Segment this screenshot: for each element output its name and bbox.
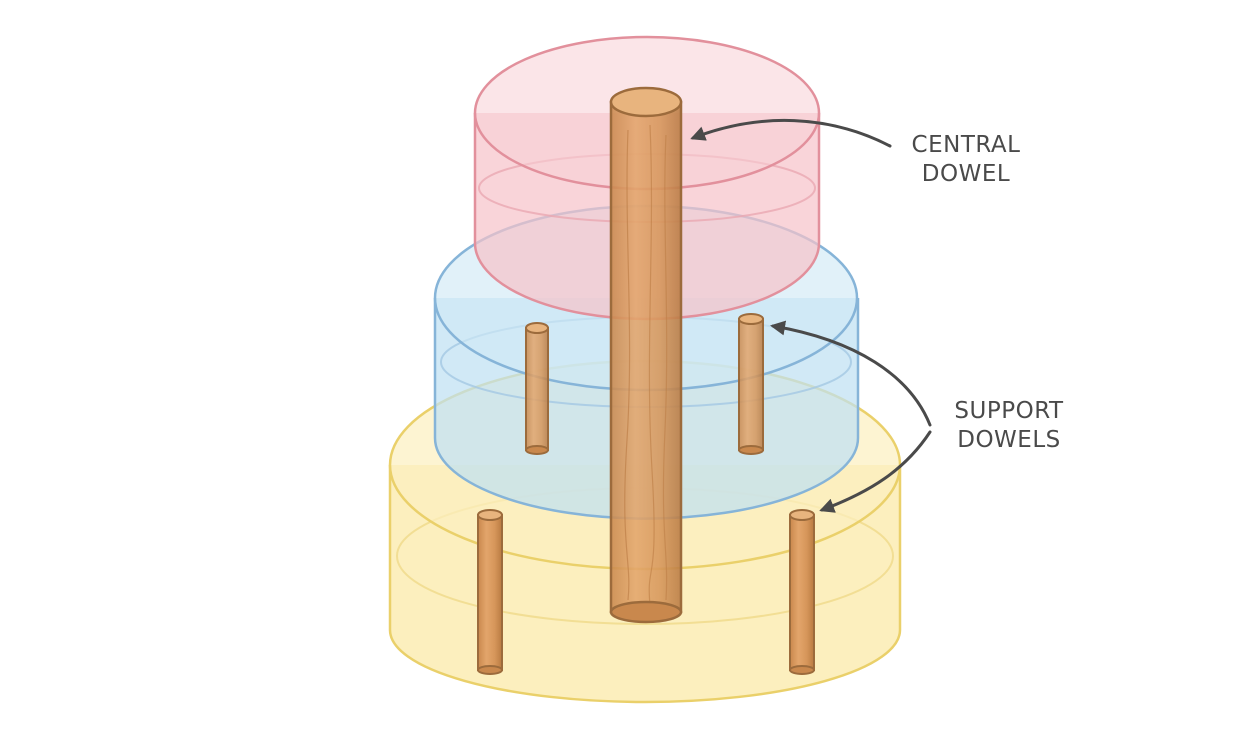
support-dowels-label-line2: DOWELS	[957, 427, 1061, 453]
central-dowel-arrow	[690, 118, 892, 148]
bottom-support-dowel-left	[477, 509, 503, 675]
support-dowel-arrow-upper	[770, 320, 932, 427]
central-dowel-label-line2: DOWEL	[922, 161, 1010, 187]
central-dowel-top	[609, 86, 683, 118]
middle-support-dowel-right	[738, 313, 764, 455]
central-dowel-label-line1: CENTRAL	[912, 132, 1021, 158]
support-dowels-label-line1: SUPPORT	[954, 398, 1064, 424]
central-dowel	[609, 86, 683, 624]
support-dowel-arrow-lower	[819, 430, 932, 513]
bottom-support-dowel-right	[789, 509, 815, 675]
middle-support-dowel-left	[525, 322, 549, 455]
